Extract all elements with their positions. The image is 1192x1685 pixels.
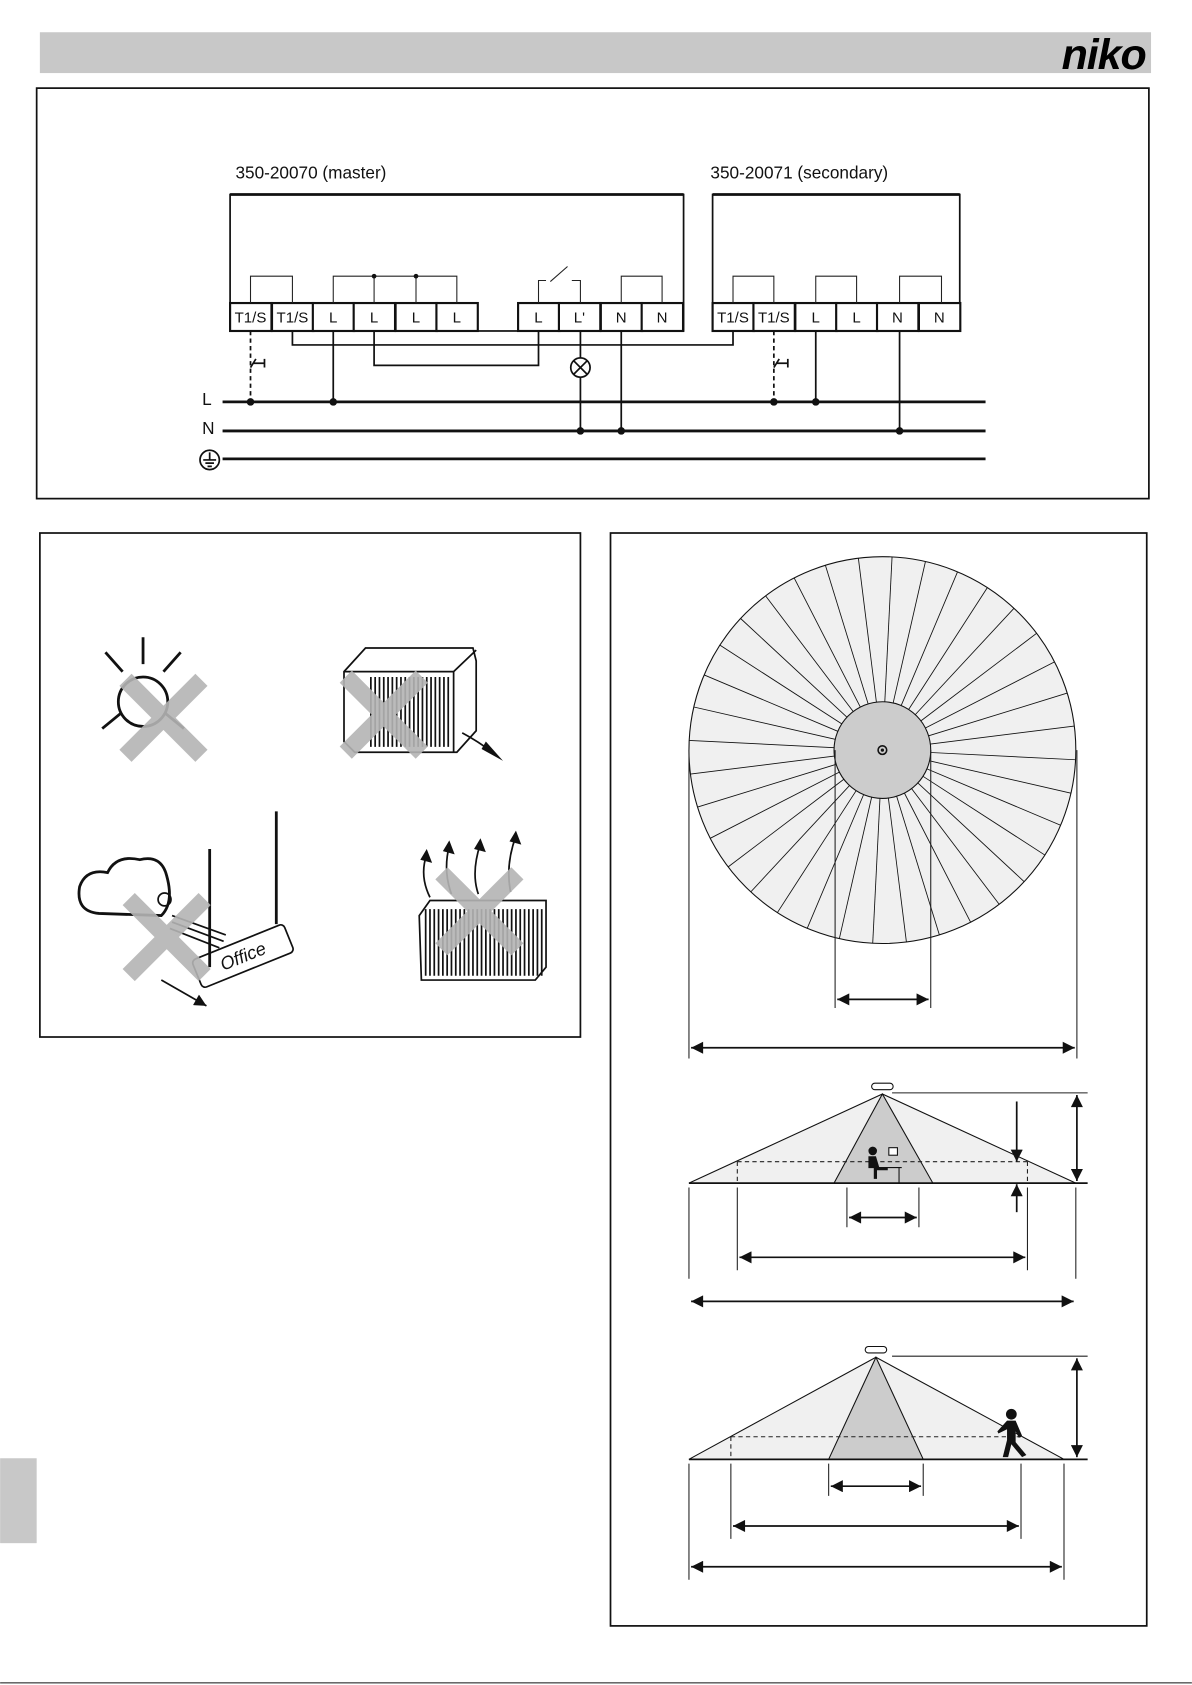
niko-logo: niko [1062, 31, 1146, 79]
secondary-terminal-label: T1/S [717, 309, 749, 326]
master-terminal-label: T1/S [277, 309, 309, 326]
secondary-terminal-label: L [812, 309, 820, 326]
detection-segment-line [904, 792, 971, 923]
secondary-label: 350-20071 (secondary) [710, 162, 888, 182]
detection-segment-line [703, 674, 838, 732]
master-terminal: L [311, 301, 356, 333]
detection-segment-line [929, 760, 1072, 794]
detection-segment-line [884, 556, 893, 702]
master-terminal: L [352, 301, 397, 333]
prohibited-cross-icon [122, 892, 211, 982]
walking-person-icon [997, 1408, 1027, 1458]
detection-segment-line [926, 768, 1061, 826]
secondary-terminal: N [875, 301, 920, 333]
master-terminal: N [640, 301, 685, 333]
master-terminal-label: N [657, 309, 668, 326]
master-terminal: L [517, 301, 561, 333]
detection-segment-line [750, 785, 850, 893]
master-terminal: T1/S [229, 301, 273, 333]
sensor-icon [864, 1345, 888, 1354]
svg-text:Office: Office [217, 937, 269, 974]
detection-area-diagrams [609, 532, 1148, 1627]
detection-segment-line [930, 752, 1076, 761]
detection-segment-line [838, 797, 873, 939]
master-terminal: L' [557, 301, 602, 333]
pushbutton-icon [773, 358, 789, 368]
master-terminal-label: T1/S [235, 309, 267, 326]
earth-symbol-icon [199, 449, 221, 471]
master-terminal-label: N [616, 309, 627, 326]
prohibited-cross-icon [339, 670, 428, 759]
side-view-walking [688, 1345, 1088, 1580]
detection-segment-line [925, 661, 1055, 729]
wiring-diagram: 350-20070 (master) 350-20071 (secondary)… [35, 87, 1150, 500]
detection-segment-line [908, 587, 988, 710]
sensor-icon [871, 1082, 894, 1091]
side-view-seated [688, 1082, 1088, 1308]
header-bar [39, 32, 1152, 74]
secondary-terminal: N [917, 301, 962, 333]
secondary-terminal: T1/S [711, 301, 756, 333]
master-terminal: N [599, 301, 644, 333]
seated-person-icon [868, 1146, 902, 1184]
detection-segment-line [824, 565, 869, 704]
detection-segment-line [914, 608, 1015, 715]
detection-segment-line [930, 725, 1075, 745]
live-line-label: L [202, 389, 212, 409]
detection-segment-line [928, 692, 1068, 737]
detection-segment-line [727, 778, 845, 868]
sensor-icon [877, 744, 888, 756]
secondary-terminal-label: L [852, 309, 860, 326]
top-view-detection-zone [688, 556, 1078, 1059]
detection-segment-line [857, 558, 877, 703]
master-terminal: T1/S [270, 301, 315, 333]
prohibited-cross-icon [435, 867, 524, 956]
secondary-terminal-label: T1/S [758, 309, 790, 326]
master-terminal: L [394, 301, 439, 333]
detection-segment-line [693, 706, 836, 740]
detection-segment-line [710, 771, 840, 839]
detection-segment-line [887, 798, 907, 943]
office-sign: Office [191, 923, 294, 989]
detection-segment-line [719, 644, 843, 725]
pushbutton-icon [249, 358, 266, 368]
detection-segment-line [765, 595, 854, 712]
master-terminal-label: L [329, 309, 337, 326]
detection-segment-line [740, 618, 848, 718]
detection-segment-line [900, 571, 958, 706]
master-terminal-label: L' [574, 309, 585, 326]
master-terminal-label: L [453, 309, 461, 326]
secondary-terminal: L [835, 301, 879, 333]
lamp-icon [569, 356, 591, 379]
master-terminal: L [435, 301, 479, 333]
secondary-terminal: L [794, 301, 838, 333]
detection-segment-line [922, 775, 1046, 856]
detection-segment-line [917, 782, 1025, 882]
detection-segment-line [690, 755, 835, 775]
detection-segment-line [793, 577, 861, 708]
secondary-terminal-label: N [892, 309, 903, 326]
detection-segment-line [896, 796, 940, 936]
detection-segment-line [892, 561, 926, 704]
detection-segment-line [777, 790, 857, 913]
master-terminal-label: L [370, 309, 378, 326]
relay-contact [537, 266, 581, 304]
master-terminal-label: L [412, 309, 420, 326]
detection-segment-line [697, 763, 837, 808]
page-side-tab [0, 1458, 37, 1544]
detection-segment-line [920, 632, 1037, 722]
secondary-terminal: T1/S [752, 301, 796, 333]
detection-segment-line [911, 788, 1000, 905]
detection-segment-line [872, 798, 881, 944]
master-label: 350-20070 (master) [235, 162, 386, 182]
neutral-line-label: N [202, 418, 214, 438]
prohibited-cross-icon [119, 673, 208, 762]
placement-warnings: Office [39, 532, 582, 1038]
master-terminal-label: L [534, 309, 542, 326]
detection-segment-line [689, 739, 835, 749]
secondary-terminal-label: N [934, 309, 945, 326]
